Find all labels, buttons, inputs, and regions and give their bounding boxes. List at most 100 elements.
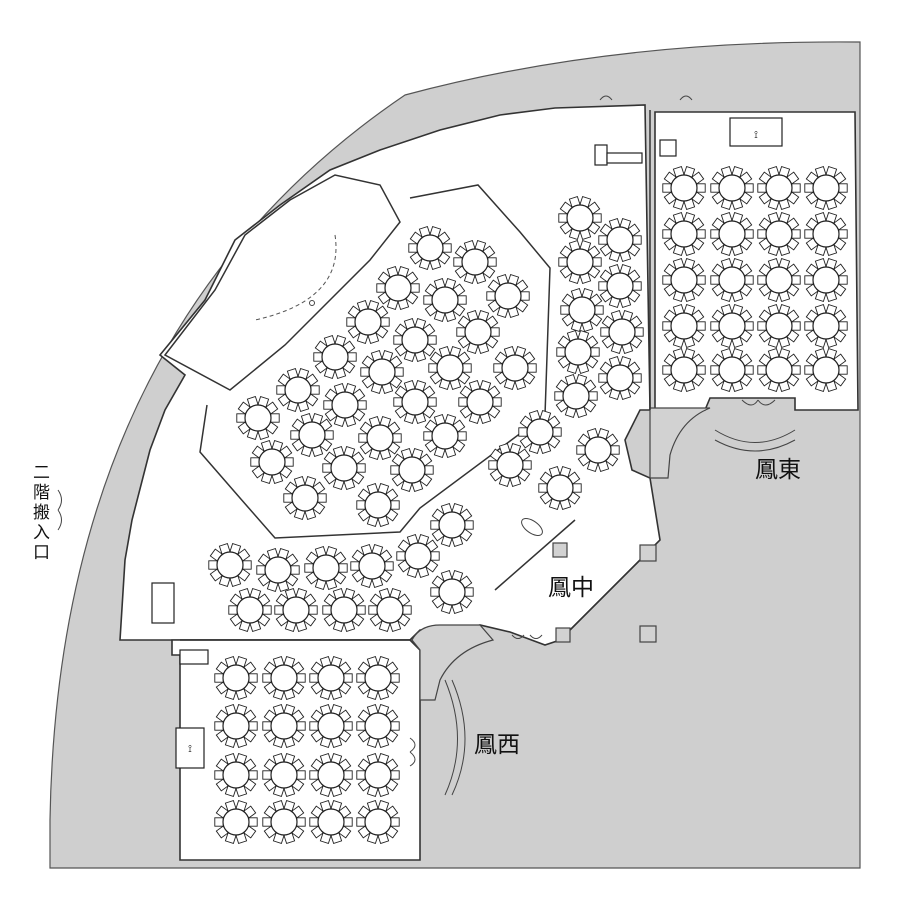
chair: [322, 463, 332, 473]
chair: [552, 427, 562, 437]
table-top: [718, 356, 746, 384]
chair: [343, 721, 353, 731]
table-top: [364, 808, 392, 836]
round-banquet-table-icon: [262, 703, 306, 749]
round-banquet-table-icon: [214, 799, 258, 845]
chair: [838, 321, 848, 331]
table-top: [812, 220, 840, 248]
entrance-label-char: 階: [33, 483, 50, 503]
chair: [274, 605, 284, 615]
chair: [296, 770, 306, 780]
chair: [610, 445, 620, 455]
chair: [262, 817, 272, 827]
chair: [248, 770, 258, 780]
round-banquet-table-icon: [556, 329, 600, 375]
table-top: [584, 436, 612, 464]
table-top: [568, 296, 596, 324]
table-top: [321, 343, 349, 371]
center-divider-wall: [494, 519, 641, 641]
chair: [323, 400, 333, 410]
chair: [248, 673, 258, 683]
chair: [710, 183, 720, 193]
chair: [804, 321, 814, 331]
round-banquet-table-icon: [358, 415, 402, 461]
stage-outline: [163, 174, 401, 391]
chair: [791, 229, 801, 239]
table-top: [812, 356, 840, 384]
banquet-tables: [208, 165, 848, 845]
round-banquet-table-icon: [600, 309, 644, 355]
round-banquet-table-icon: [283, 475, 327, 521]
round-banquet-table-icon: [214, 655, 258, 701]
chair: [662, 229, 672, 239]
table-top: [364, 664, 392, 692]
table-top: [364, 761, 392, 789]
chair: [518, 427, 528, 437]
table-top: [562, 382, 590, 410]
projection-screen-icon: ⟟: [188, 744, 192, 755]
table-top: [812, 266, 840, 294]
chair: [214, 673, 224, 683]
chair: [256, 565, 266, 575]
chair: [744, 183, 754, 193]
round-banquet-table-icon: [804, 303, 848, 349]
round-banquet-table-icon: [576, 427, 620, 473]
chair: [744, 365, 754, 375]
table-top: [670, 220, 698, 248]
chair: [453, 257, 463, 267]
table-top: [222, 761, 250, 789]
chair: [308, 605, 318, 615]
chair: [430, 551, 440, 561]
round-banquet-table-icon: [804, 211, 848, 257]
chair: [838, 183, 848, 193]
round-banquet-table-icon: [322, 445, 366, 491]
round-banquet-table-icon: [710, 211, 754, 257]
chair: [356, 500, 366, 510]
table-top: [812, 312, 840, 340]
table-top: [284, 376, 312, 404]
round-banquet-table-icon: [262, 655, 306, 701]
table-top: [331, 391, 359, 419]
chair: [487, 257, 497, 267]
chair: [804, 365, 814, 375]
round-banquet-table-icon: [538, 465, 582, 511]
table-top: [298, 421, 326, 449]
chair: [838, 275, 848, 285]
round-banquet-table-icon: [453, 239, 497, 285]
chair: [757, 229, 767, 239]
east-lobby-curve: [714, 429, 796, 452]
chair: [304, 563, 314, 573]
chair: [520, 291, 530, 301]
round-banquet-table-icon: [662, 257, 706, 303]
table-top: [270, 664, 298, 692]
chair: [757, 183, 767, 193]
round-banquet-table-icon: [598, 217, 642, 263]
chair: [696, 365, 706, 375]
chair: [662, 365, 672, 375]
chair: [357, 400, 367, 410]
table-top: [765, 356, 793, 384]
table-top: [364, 491, 392, 519]
chair: [430, 520, 440, 530]
door-swing-icon: [409, 737, 416, 767]
round-banquet-table-icon: [710, 303, 754, 349]
furniture: [594, 144, 608, 166]
round-banquet-table-icon: [456, 309, 500, 355]
round-banquet-table-icon: [323, 382, 367, 428]
chair: [632, 373, 642, 383]
round-banquet-table-icon: [710, 347, 754, 393]
door-swing-icon: [599, 95, 693, 101]
round-banquet-table-icon: [228, 587, 272, 633]
chair: [464, 587, 474, 597]
round-banquet-table-icon: [598, 355, 642, 401]
round-banquet-table-icon: [393, 379, 437, 425]
chair: [262, 770, 272, 780]
chair: [457, 295, 467, 305]
round-banquet-table-icon: [214, 752, 258, 798]
table-top: [494, 282, 522, 310]
round-banquet-table-icon: [376, 265, 420, 311]
chair: [791, 321, 801, 331]
chair: [248, 817, 258, 827]
round-banquet-table-icon: [356, 752, 400, 798]
chair: [394, 367, 404, 377]
